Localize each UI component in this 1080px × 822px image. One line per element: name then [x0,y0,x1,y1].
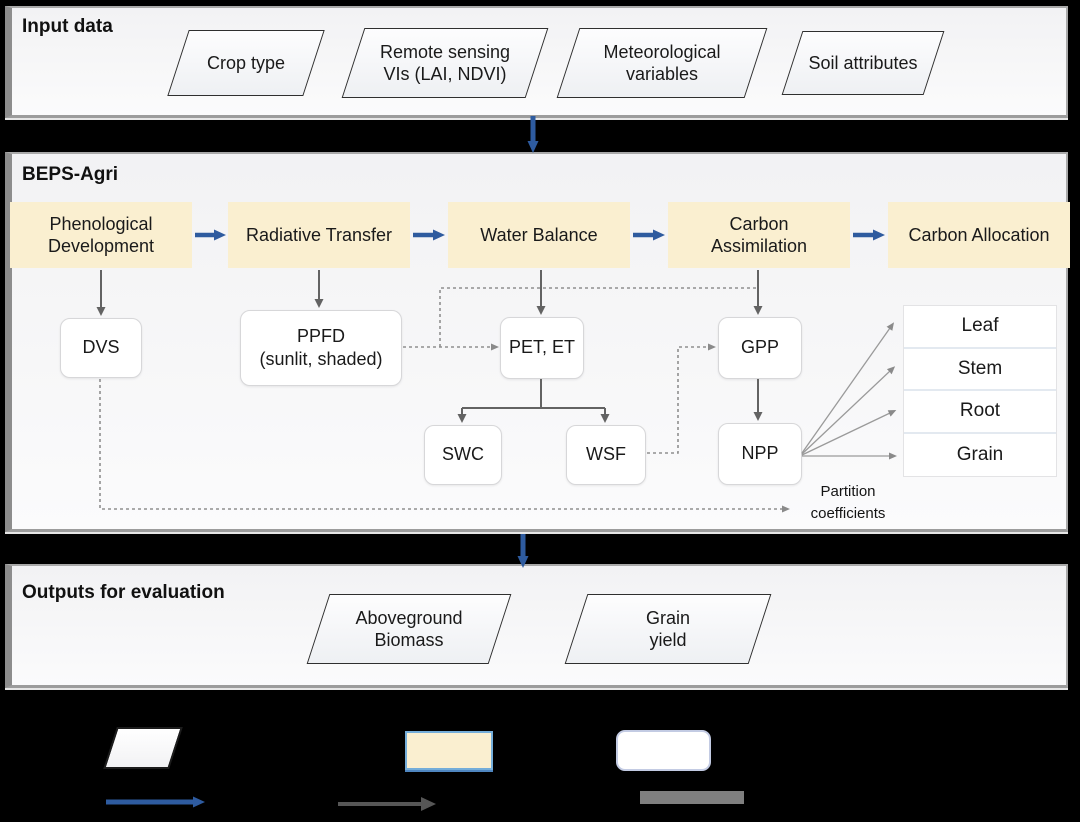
pool-row-root: Root [904,391,1056,434]
legend-process-box [405,731,493,770]
parallelogram-shape [103,727,183,769]
partition-coefficients-label: Partition coefficients [810,483,886,522]
process-radiative-transfer: Radiative Transfer [228,202,410,268]
process-water-balance: Water Balance [448,202,630,268]
legend-dashed-line-sample [640,791,744,804]
input-data-title: Input data [22,16,113,37]
input-remote-sensing: Remote sensing VIs (LAI, NDVI) [341,28,549,98]
pool-row-stem: Stem [904,349,1056,391]
node-ppfd: PPFD (sunlit, shaded) [240,310,402,386]
node-npp: NPP [718,423,802,485]
outputs-title: Outputs for evaluation [22,582,225,603]
output-aboveground-biomass: Aboveground Biomass [306,594,512,664]
input-meteorological: Meteorological variables [556,28,768,98]
carbon-pool-table: Leaf Stem Root Grain [903,305,1057,477]
pool-row-leaf: Leaf [904,306,1056,349]
input-crop-type: Crop type [167,30,325,96]
beps-agri-title: BEPS-Agri [22,164,119,185]
output-grain-yield: Grain yield [564,594,772,664]
node-swc: SWC [424,425,502,485]
node-dvs: DVS [60,318,142,378]
legend-parallelogram [103,727,183,769]
legend-node-box [616,730,711,771]
process-phenological-development: Phenological Development [10,202,192,268]
pool-row-grain: Grain [956,443,1004,465]
node-wsf: WSF [566,425,646,485]
input-soil-attributes: Soil attributes [781,31,945,95]
process-carbon-assimilation: Carbon Assimilation [668,202,850,268]
node-gpp: GPP [718,317,802,379]
process-carbon-allocation: Carbon Allocation [888,202,1070,268]
outputs-panel: Outputs for evaluation [5,564,1068,688]
node-pet-et: PET, ET [500,317,584,379]
